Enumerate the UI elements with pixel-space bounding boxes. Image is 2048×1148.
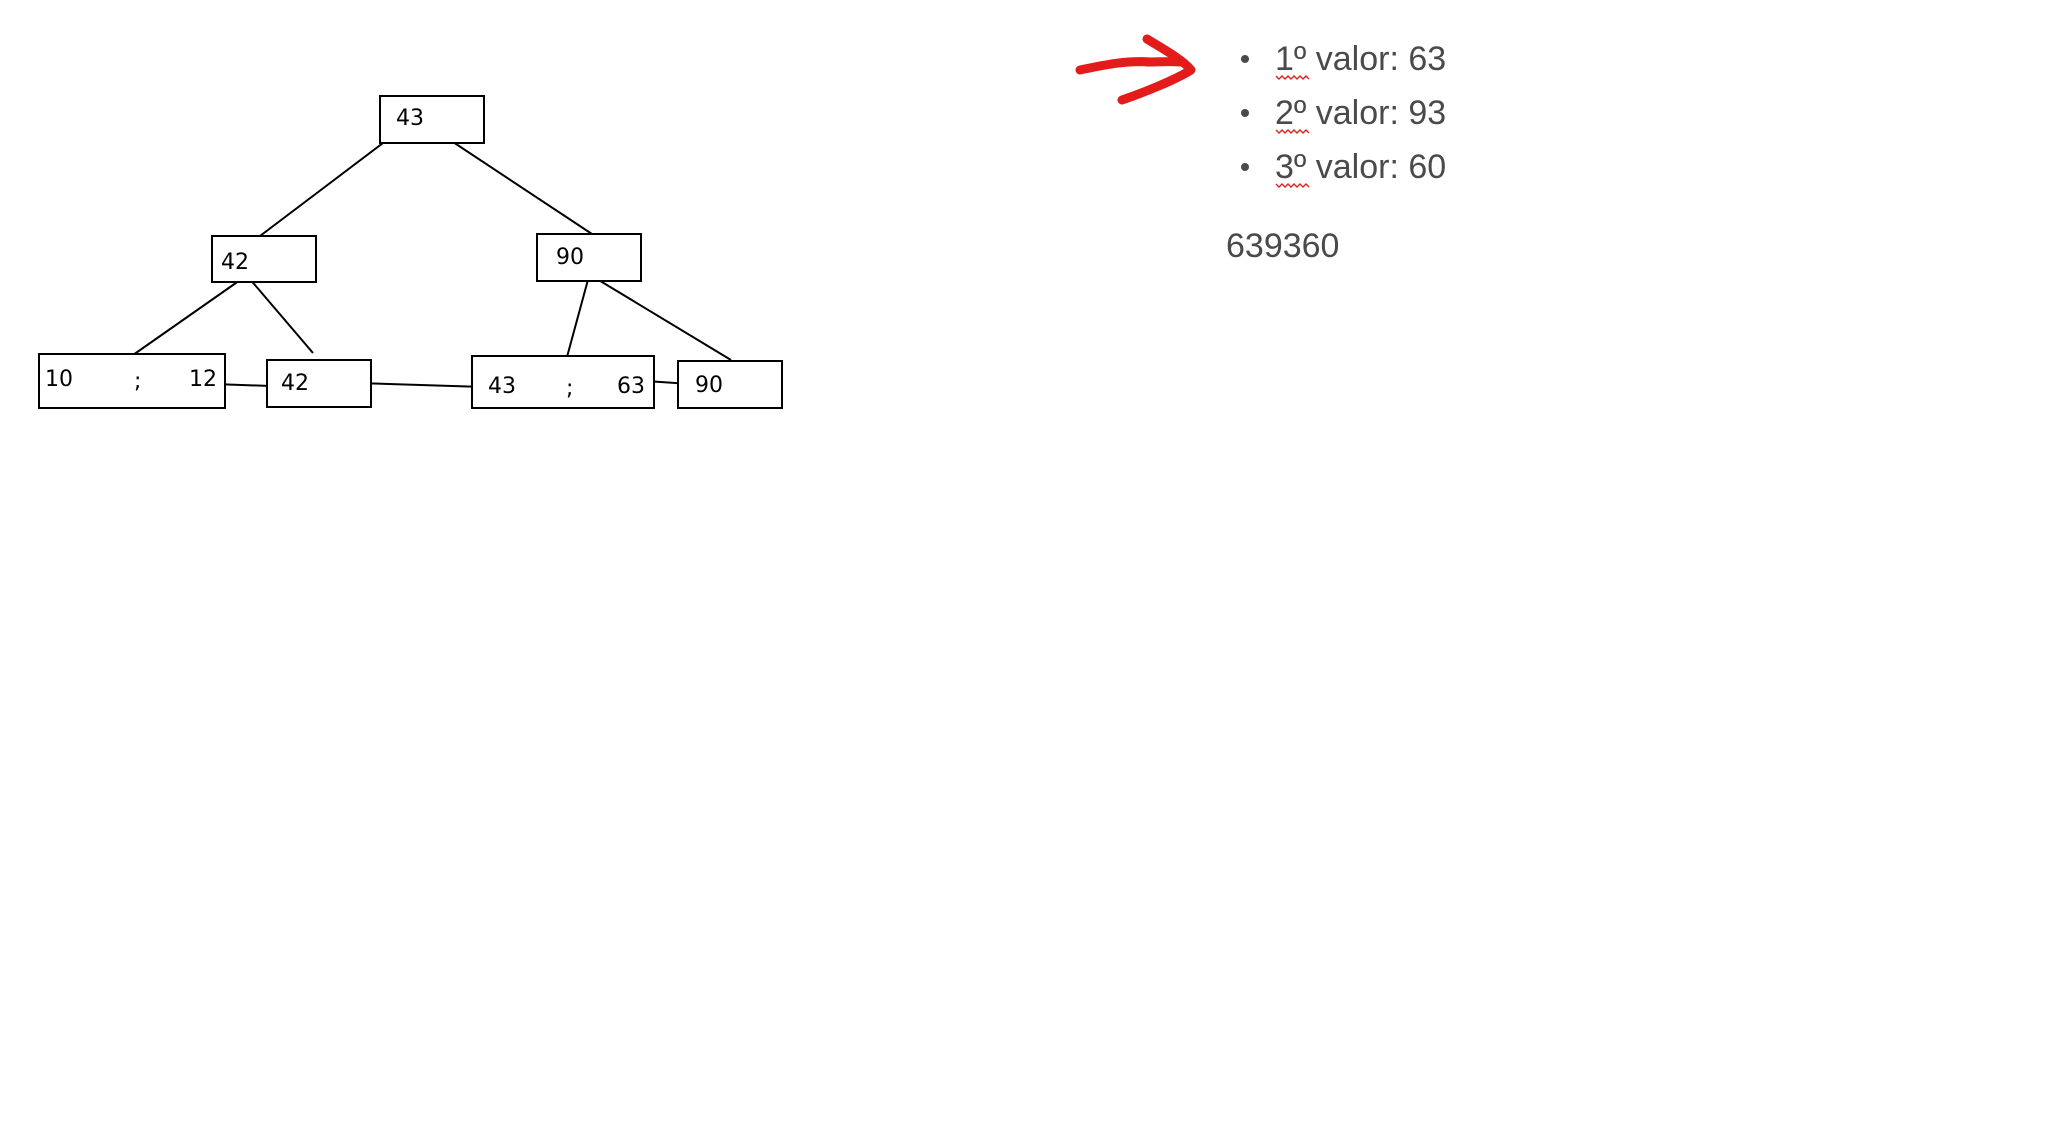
leaf-node-1: 10 ; 12	[38, 353, 226, 409]
leaf-node-3: 43 ; 63	[471, 355, 655, 409]
leaf-3-right-key: 63	[617, 374, 645, 399]
spellcheck-underline	[1275, 129, 1310, 134]
leaf-1-separator: ;	[134, 369, 141, 394]
bullet-dot-icon	[1241, 55, 1249, 63]
edge-root-left	[259, 139, 388, 237]
leaf-2-key: 42	[281, 371, 309, 396]
edge-root-right	[449, 139, 596, 237]
bullet-dot-icon	[1241, 163, 1249, 171]
list-item-2-label: valor: 93	[1306, 94, 1446, 132]
list-item-3-ordinal: 3º	[1275, 148, 1306, 186]
list-item: 2º valor: 93	[1241, 94, 1446, 134]
edge-left-leaf2	[248, 277, 314, 354]
internal-node-right-value: 90	[556, 245, 584, 270]
list-item-2-text: 2º valor: 93	[1275, 94, 1446, 132]
list-item-3-text: 3º valor: 60	[1275, 148, 1446, 186]
values-list: 1º valor: 63 2º valor: 93 3º valor: 60	[1241, 40, 1446, 188]
list-item-1-ordinal: 1º	[1275, 40, 1306, 78]
list-item-3-label: valor: 60	[1306, 148, 1446, 186]
bullet-dot-icon	[1241, 109, 1249, 117]
result-value: 639360	[1226, 227, 1339, 265]
list-item: 3º valor: 60	[1241, 148, 1446, 188]
leaf-node-2: 42	[266, 359, 372, 408]
internal-node-left-value: 42	[221, 250, 249, 275]
red-arrow-icon	[1075, 34, 1196, 105]
edge-right-leaf3	[566, 275, 590, 358]
internal-node-right: 90	[536, 233, 642, 282]
link-leaf2-leaf3	[356, 382, 485, 388]
leaf-3-separator: ;	[566, 376, 573, 401]
edge-right-leaf4	[591, 275, 732, 361]
leaf-1-left-key: 10	[45, 367, 73, 392]
spellcheck-underline	[1275, 75, 1310, 80]
list-item: 1º valor: 63	[1241, 40, 1446, 80]
leaf-node-4: 90	[677, 360, 783, 409]
root-node: 43	[379, 95, 485, 144]
list-item-1-label: valor: 63	[1306, 40, 1446, 78]
edge-left-leaf1	[132, 277, 244, 356]
leaf-4-key: 90	[695, 373, 723, 398]
list-item-2-ordinal: 2º	[1275, 94, 1306, 132]
spellcheck-underline	[1275, 183, 1310, 188]
leaf-3-left-key: 43	[488, 374, 516, 399]
tree-edges	[132, 139, 732, 388]
root-node-value: 43	[396, 106, 424, 131]
list-item-1-text: 1º valor: 63	[1275, 40, 1446, 78]
internal-node-left: 42	[211, 235, 317, 283]
leaf-1-right-key: 12	[189, 367, 217, 392]
